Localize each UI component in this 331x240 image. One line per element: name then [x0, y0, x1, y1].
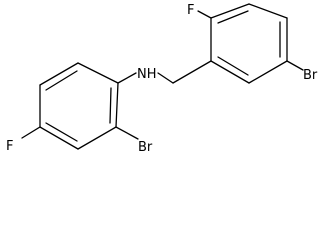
bond-ring-left	[77, 126, 117, 150]
left-aromatic-ring	[39, 62, 119, 150]
double-bond-left	[45, 70, 78, 91]
double-bond-left	[45, 122, 78, 142]
atom-label-br-right: Br	[303, 68, 318, 83]
bond-ring-left	[115, 82, 119, 128]
atom-label-br-left: Br	[138, 140, 153, 155]
atom-label-f-left: F	[6, 139, 13, 154]
double-bond-right	[217, 56, 249, 76]
bond-ring-left	[39, 126, 79, 150]
bond-ring-right	[210, 3, 250, 19]
bond-ring-left	[39, 62, 79, 86]
bond-ring-right	[248, 60, 288, 84]
bond-ring-to-nh	[117, 72, 137, 84]
bond-ch2-to-ring	[172, 60, 212, 84]
atom-label-f-right: F	[187, 3, 194, 18]
bond-to-br-right	[286, 60, 304, 71]
atom-label-nh: NH	[137, 67, 157, 82]
bond-to-f-right	[197, 10, 212, 19]
bond-ring-left	[77, 62, 119, 84]
bond-ring-right	[210, 60, 250, 84]
molecule-structure-diagram: NH Br F F Br	[6, 3, 318, 155]
bond-ring-right	[248, 3, 288, 19]
bond-to-br-left	[115, 126, 139, 140]
bond-nh-to-ch2	[157, 72, 174, 84]
double-bond-left	[109, 87, 112, 124]
bond-to-f-left	[21, 126, 41, 139]
double-bond-right	[217, 10, 249, 24]
right-aromatic-ring	[210, 3, 288, 84]
